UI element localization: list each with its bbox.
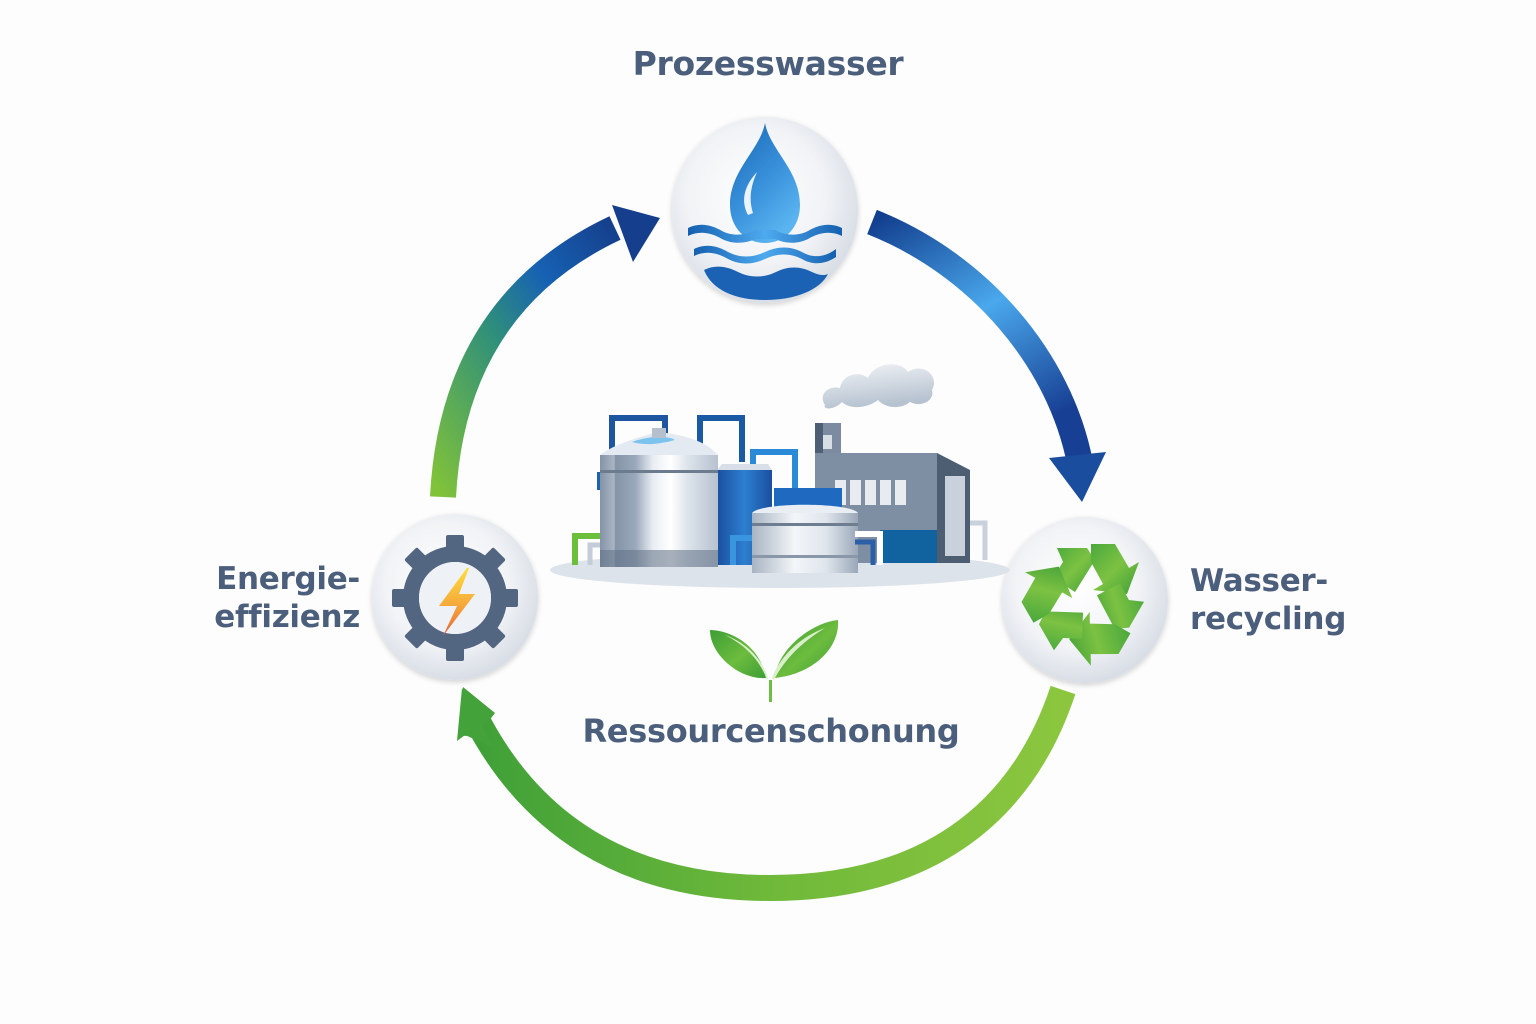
flow-arrow-energie-to-prozesswasser (430, 205, 660, 498)
label-line-2: recycling (1190, 601, 1347, 637)
industrial-plant-icon (550, 364, 1010, 588)
node-label-wasserrecycling: Wasser- recycling (1190, 562, 1346, 638)
arrow-head (1049, 452, 1106, 502)
label-line-1: Wasser- (1190, 563, 1328, 599)
label-line-1: Energie- (216, 561, 360, 597)
node-wasserrecycling[interactable] (1002, 517, 1168, 683)
flow-arrow-recycling-to-energie (457, 685, 1076, 902)
flow-arrow-prozesswasser-to-recycling (867, 209, 1106, 502)
large-tank (600, 428, 718, 567)
smoke-cloud (822, 364, 934, 409)
arrow-body (430, 216, 621, 498)
label-line-2: effizienz (214, 599, 360, 635)
gear-lightning-icon (392, 535, 518, 661)
node-label-energieeffizienz: Energie- effizienz (180, 560, 360, 636)
node-label-prozesswasser: Prozesswasser (632, 44, 904, 83)
arrow-body (466, 685, 1076, 902)
node-energieeffizienz[interactable] (372, 514, 538, 680)
node-circle (1002, 517, 1168, 683)
arrow-body (867, 209, 1093, 466)
node-prozesswasser[interactable] (672, 117, 858, 303)
arrow-head-fill (458, 687, 495, 736)
recycle-icon (1021, 544, 1145, 666)
small-tank (730, 504, 883, 573)
water-drop-icon (688, 123, 842, 300)
leaf-icon (710, 620, 839, 702)
arrow-head (612, 205, 660, 262)
center-label-ressourcenschonung: Ressourcenschonung (582, 712, 960, 750)
